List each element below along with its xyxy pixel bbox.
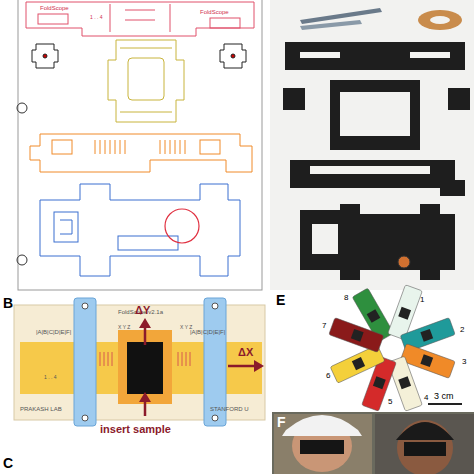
panel-background [0, 292, 270, 474]
top-piece [26, 2, 254, 36]
photo-background [270, 0, 474, 290]
panel-letter: E [276, 293, 285, 307]
black-pieces [283, 42, 470, 280]
brand-mark: FoldScope [40, 5, 69, 11]
foldscope-window [373, 376, 386, 389]
photo [274, 414, 372, 474]
foldscope [404, 442, 446, 456]
foldscope-window [351, 329, 364, 342]
card-text: X Y Z [118, 325, 130, 330]
sample-window [127, 342, 163, 394]
card-text: 1 . . 4 [44, 375, 57, 380]
panel-letter: B [3, 296, 13, 310]
stage-piece [108, 40, 184, 122]
registration-hole [17, 255, 27, 265]
card-text: PRAKASH LAB [20, 406, 62, 412]
foldscope [329, 318, 384, 353]
callout-number: 2 [460, 326, 464, 334]
card-text: |A|B|C|D|E|F| [36, 329, 71, 335]
callout-number: 4 [424, 394, 428, 402]
brand-mark: FoldScope [200, 9, 229, 15]
foldscope-window [398, 376, 411, 389]
callout-number: 5 [388, 398, 392, 406]
foldscope-window [420, 329, 433, 342]
axis-label: ΔY [135, 305, 150, 316]
scale-ticks [100, 352, 190, 366]
scale-label: 3 cm [434, 392, 454, 401]
instruction-label: insert sample [100, 424, 171, 435]
panel-letter: C [3, 456, 13, 470]
foldscope-window [352, 357, 365, 370]
callout-number: 1 [420, 296, 424, 304]
panel-letter: F [277, 415, 286, 429]
cut-sheet [18, 0, 262, 290]
scale-bar [428, 403, 462, 405]
callout-number: 3 [462, 358, 466, 366]
assembled-foldscope: FoldScope v2.1a|A|B|C|D|E|F|X Y ZX Y Z|A… [14, 305, 265, 420]
lens [398, 256, 410, 268]
tools [300, 8, 462, 30]
cap [282, 415, 362, 436]
registration-hole [17, 103, 27, 113]
colored-foldscopes [329, 285, 455, 411]
frame-piece [40, 184, 240, 276]
foldscope [300, 440, 344, 454]
axis-label: ΔX [238, 347, 253, 358]
foldscope-window [420, 354, 433, 367]
lens-mark [165, 209, 199, 243]
card-text: |A|B|C|D|E|F| [190, 329, 225, 335]
hair [396, 422, 454, 440]
handle [74, 298, 96, 426]
callout-number: 6 [326, 372, 330, 380]
optics-piece [30, 134, 252, 172]
child-face [397, 420, 453, 474]
foldscope-window [367, 309, 381, 323]
callout-number: 7 [322, 322, 326, 330]
callout-number: 8 [344, 294, 348, 302]
assembled-card [14, 305, 265, 420]
scale-mark: 1 . . 4 [90, 15, 103, 20]
photo-details [300, 52, 450, 254]
motion-arrows [139, 318, 264, 416]
card-text: STANFORD U [210, 406, 249, 412]
foldscope-window [398, 307, 411, 320]
